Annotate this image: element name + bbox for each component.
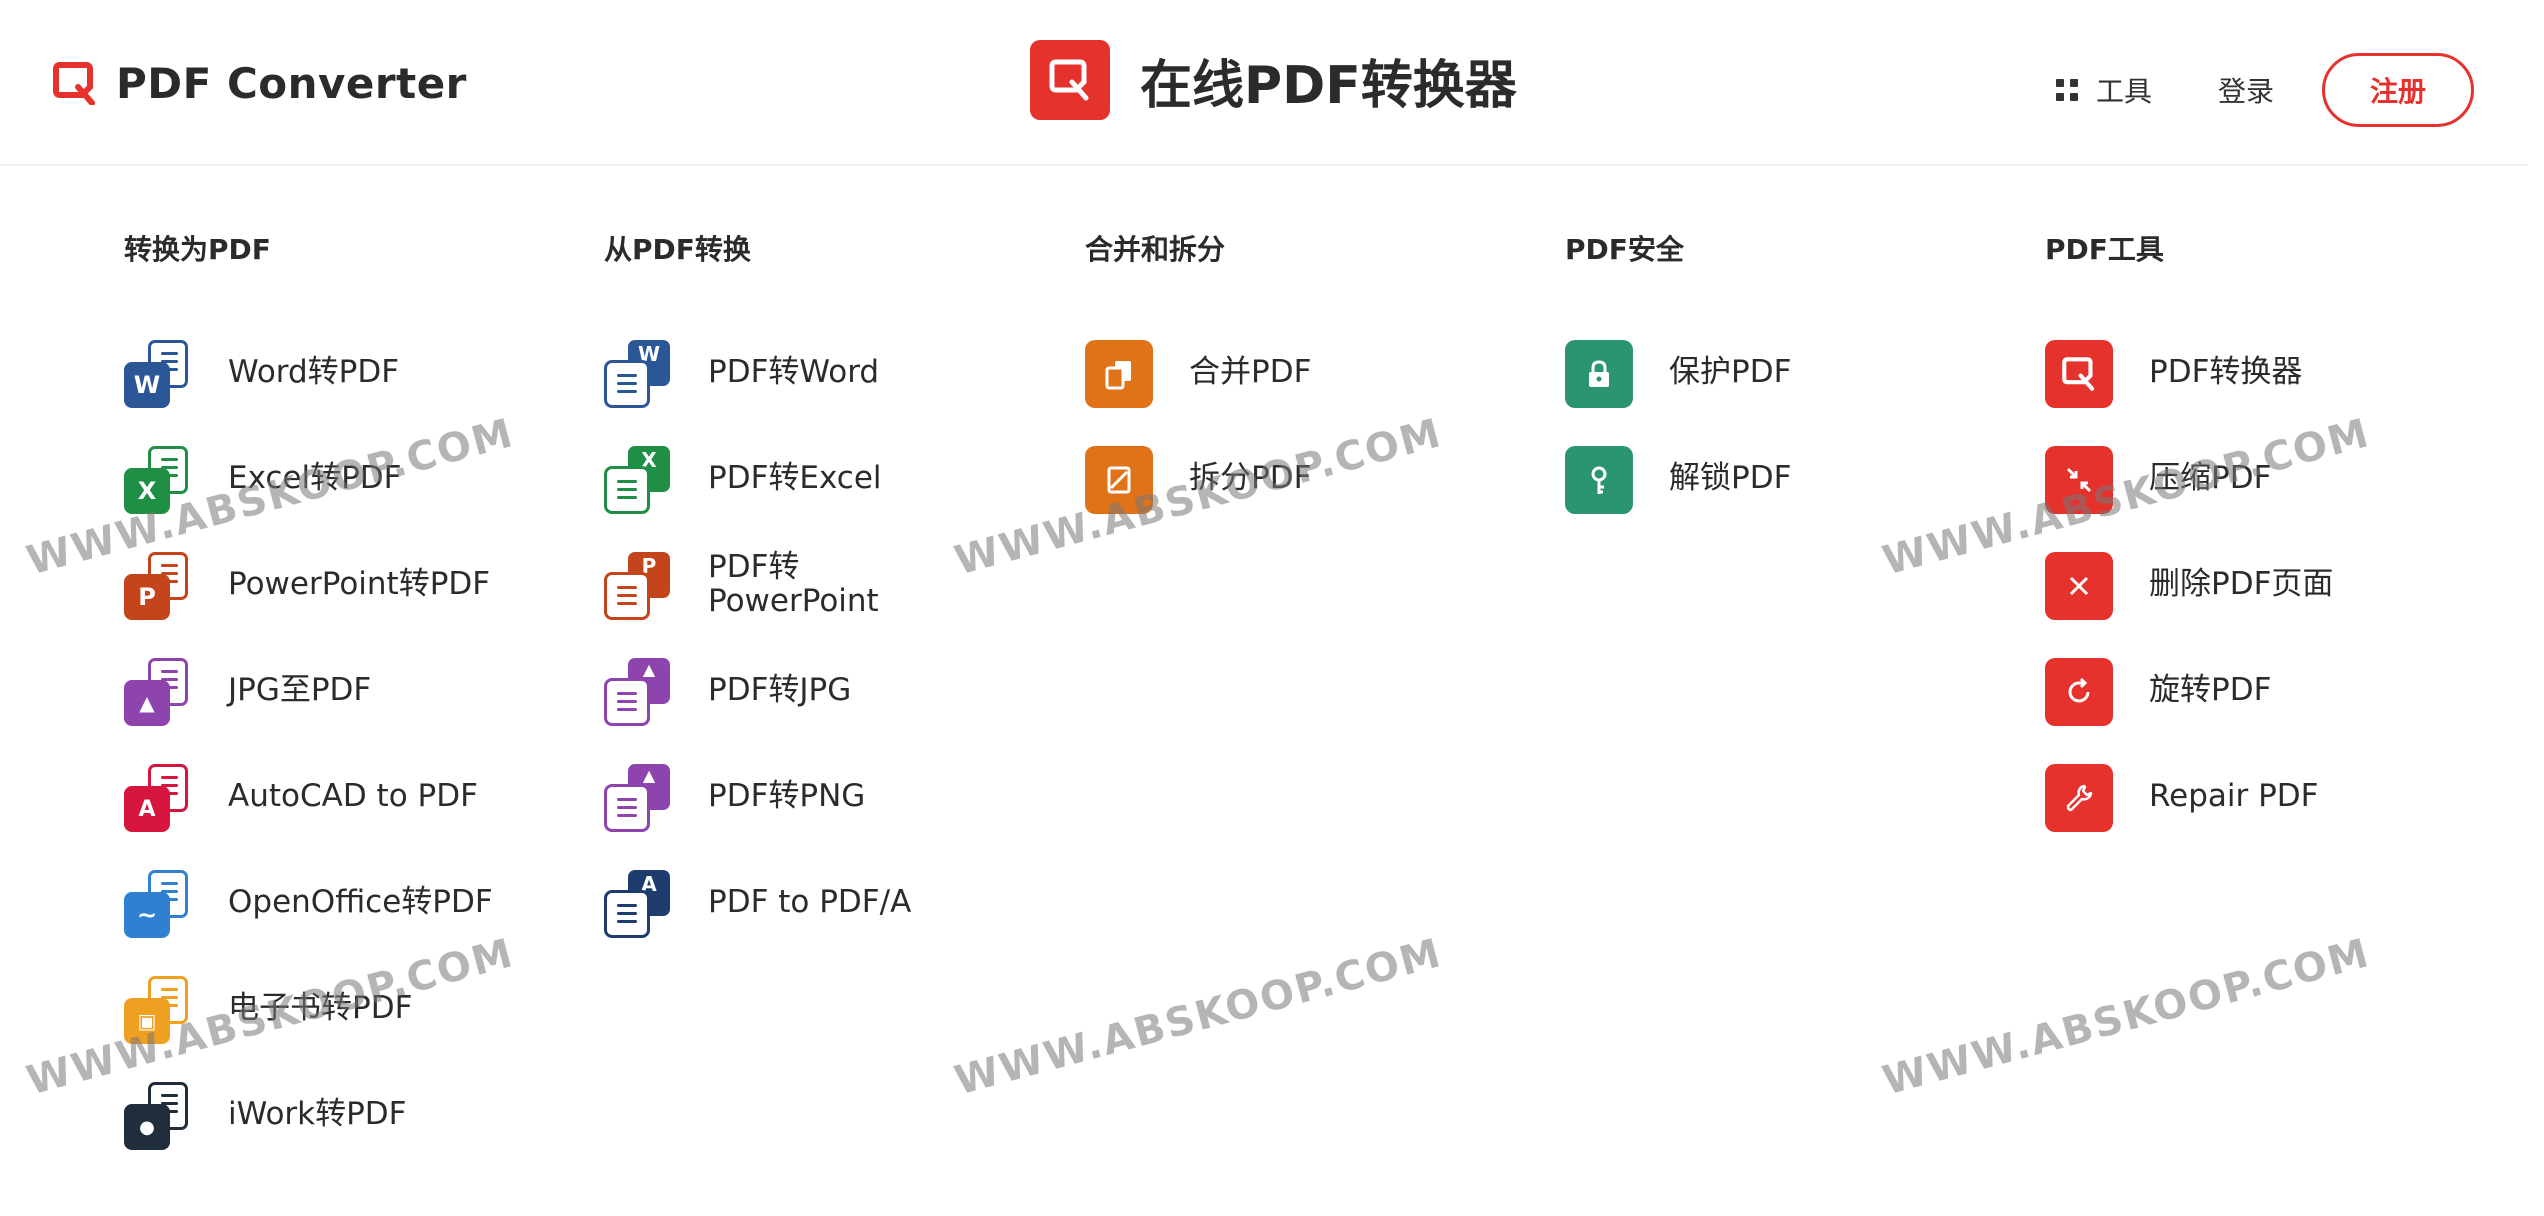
menu-item-excel-to-pdf[interactable]: X Excel转PDF [124,442,564,514]
menu-item-autocad-to-pdf[interactable]: A AutoCAD to PDF [124,760,564,832]
powerpoint-icon: P [604,552,672,620]
column-title: 转换为PDF [124,233,271,266]
menu-item-label: 压缩PDF [2149,460,2272,496]
image-icon: ▲ [124,658,192,726]
menu-item-repair-pdf[interactable]: Repair PDF [2045,760,2485,832]
delete-icon [2045,552,2113,620]
word-icon: W [604,340,672,408]
menu-item-pdf-to-word[interactable]: W PDF转Word [604,336,1044,408]
tools-menu-button[interactable]: 工具 [2055,70,2152,110]
menu-item-label: PDF转Excel [708,460,882,496]
menu-item-label: PowerPoint转PDF [228,566,491,602]
watermark-text: WWW.ABSKOOP.COM [1878,930,2375,1105]
menu-item-ebook-to-pdf[interactable]: ▣ 电子书转PDF [124,972,564,1044]
menu-item-rotate-pdf[interactable]: 旋转PDF [2045,654,2485,726]
menu-column-from-pdf: 从PDF转换 W PDF转Word X PDF转Excel P [604,226,1044,938]
column-title: 从PDF转换 [604,233,751,266]
menu-item-label: Excel转PDF [228,460,402,496]
merge-icon [1085,340,1153,408]
menu-item-merge-pdf[interactable]: 合并PDF [1085,336,1525,408]
menu-item-label: JPG至PDF [228,672,372,708]
menu-item-pdf-to-pdfa[interactable]: A PDF to PDF/A [604,866,1044,938]
menu-item-label: Repair PDF [2149,778,2319,814]
menu-item-label: iWork转PDF [228,1096,407,1132]
menu-item-label: 删除PDF页面 [2149,566,2334,602]
menu-column-merge-split: 合并和拆分 合并PDF 拆分PDF [1085,226,1525,514]
grid-icon [2055,79,2078,101]
login-link[interactable]: 登录 [2217,75,2274,108]
menu-item-iwork-to-pdf[interactable]: ● iWork转PDF [124,1078,564,1150]
menu-column-security: PDF安全 保护PDF 解 [1565,226,2005,514]
menu-item-delete-pages[interactable]: 删除PDF页面 [2045,548,2485,620]
watermark-text: WWW.ABSKOOP.COM [950,930,1447,1105]
menu-item-label: PDF转Word [708,354,880,390]
menu-item-label: PDF to PDF/A [708,884,912,920]
openoffice-icon: ~ [124,870,192,938]
page-title-text: 在线PDF转换器 [1140,55,1517,116]
menu-item-unlock-pdf[interactable]: 解锁PDF [1565,442,2005,514]
column-title: 合并和拆分 [1085,233,1226,266]
brand-name: PDF Converter [116,58,467,108]
lock-icon [1565,340,1633,408]
menu-item-split-pdf[interactable]: 拆分PDF [1085,442,1525,514]
menu-item-compress-pdf[interactable]: 压缩PDF [2045,442,2485,514]
menu-item-label: 保护PDF [1669,354,1792,390]
menu-item-label: PDF转PowerPoint [708,549,879,619]
menu-item-label: PDF转换器 [2149,354,2303,390]
menu-item-pdf-converter[interactable]: PDF转换器 [2045,336,2485,408]
menu-item-pdf-to-png[interactable]: ▲ PDF转PNG [604,760,1044,832]
column-title: PDF工具 [2045,233,2164,266]
menu-item-label: Word转PDF [228,354,400,390]
apple-icon: ● [124,1082,192,1150]
image-icon: ▲ [604,658,672,726]
menu-column-tools: PDF工具 PDF转换器 压缩PDF [2045,226,2485,832]
brand-logo-icon [53,62,95,105]
menu-item-label: PDF转JPG [708,672,852,708]
menu-item-pdf-to-excel[interactable]: X PDF转Excel [604,442,1044,514]
brand-link[interactable]: PDF Converter [52,55,467,111]
menu-item-pdf-to-powerpoint[interactable]: P PDF转PowerPoint [604,548,1044,620]
image-icon: ▲ [604,764,672,832]
ebook-icon: ▣ [124,976,192,1044]
compress-icon [2045,446,2113,514]
page-title: 在线PDF转换器 [1030,40,1517,120]
column-title: PDF安全 [1565,233,1684,266]
autocad-icon: A [124,764,192,832]
menu-item-label: AutoCAD to PDF [228,778,478,814]
menu-item-label: 解锁PDF [1669,460,1792,496]
tools-label: 工具 [2095,75,2152,108]
converter-icon [2045,340,2113,408]
pdfa-icon: A [604,870,672,938]
split-icon [1085,446,1153,514]
powerpoint-icon: P [124,552,192,620]
menu-item-pdf-to-jpg[interactable]: ▲ PDF转JPG [604,654,1044,726]
menu-item-label: 电子书转PDF [228,990,413,1026]
key-icon [1565,446,1633,514]
menu-column-to-pdf: 转换为PDF W Word转PDF X Excel转PDF [124,226,564,1150]
menu-item-label: 合并PDF [1189,354,1312,390]
menu-item-label: 拆分PDF [1189,460,1312,496]
site-header: PDF Converter 在线PDF转换器 工具 登录 注册 [0,0,2528,166]
menu-item-openoffice-to-pdf[interactable]: ~ OpenOffice转PDF [124,866,564,938]
signup-button[interactable]: 注册 [2322,53,2474,127]
rotate-icon [2045,658,2113,726]
excel-icon: X [124,446,192,514]
menu-item-label: 旋转PDF [2149,672,2272,708]
menu-item-powerpoint-to-pdf[interactable]: P PowerPoint转PDF [124,548,564,620]
wrench-icon [2045,764,2113,832]
menu-item-protect-pdf[interactable]: 保护PDF [1565,336,2005,408]
menu-item-word-to-pdf[interactable]: W Word转PDF [124,336,564,408]
menu-item-label: PDF转PNG [708,778,866,814]
menu-item-label: OpenOffice转PDF [228,884,493,920]
excel-icon: X [604,446,672,514]
menu-item-jpg-to-pdf[interactable]: ▲ JPG至PDF [124,654,564,726]
converter-logo-icon [1030,40,1110,120]
top-nav: 工具 登录 注册 [2055,52,2474,128]
word-icon: W [124,340,192,408]
